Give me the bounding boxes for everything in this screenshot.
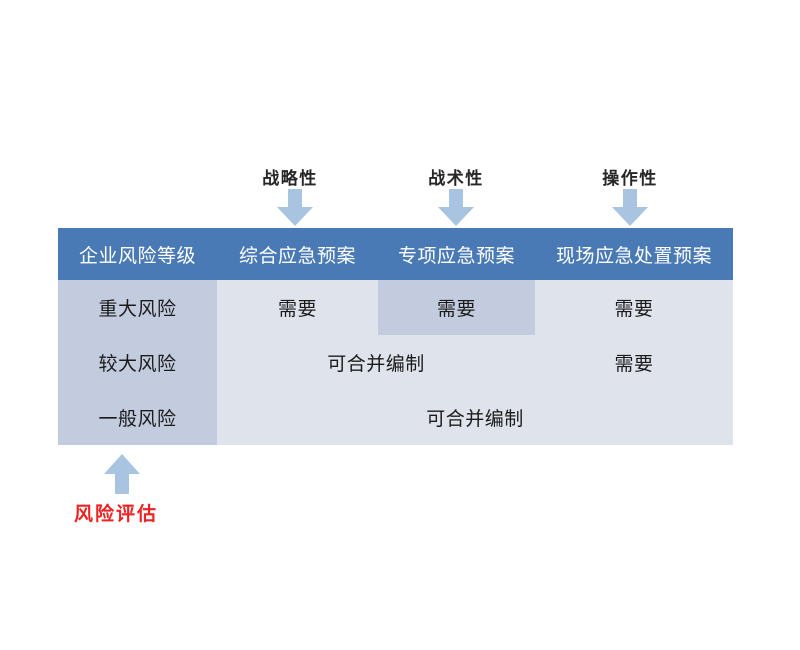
annotation-label-risk-assessment: 风险评估 xyxy=(74,503,159,525)
cell-major-onsite: 需要 xyxy=(535,280,733,335)
cell-general-merged: 可合并编制 xyxy=(217,390,733,445)
table-header-row: 企业风险等级 综合应急预案 专项应急预案 现场应急处置预案 xyxy=(58,228,733,280)
table-row: 重大风险 需要 需要 需要 xyxy=(58,280,733,335)
row-header-larger-risk: 较大风险 xyxy=(58,335,217,390)
annotation-label-operational: 操作性 xyxy=(602,169,658,189)
arrow-down-icon xyxy=(438,189,474,226)
cell-larger-onsite: 需要 xyxy=(535,335,733,390)
cell-major-comprehensive: 需要 xyxy=(217,280,378,335)
arrow-up-icon xyxy=(104,454,140,494)
arrow-down-icon xyxy=(612,189,648,226)
table-row: 一般风险 可合并编制 xyxy=(58,390,733,445)
table-row: 较大风险 可合并编制 需要 xyxy=(58,335,733,390)
risk-plan-table: 企业风险等级 综合应急预案 专项应急预案 现场应急处置预案 重大风险 需要 需要… xyxy=(58,228,733,445)
cell-larger-merged: 可合并编制 xyxy=(217,335,535,390)
annotation-label-tactical: 战术性 xyxy=(428,169,484,189)
row-header-major-risk: 重大风险 xyxy=(58,280,217,335)
column-header-comprehensive-plan: 综合应急预案 xyxy=(217,228,378,280)
column-header-risk-level: 企业风险等级 xyxy=(58,228,217,280)
row-header-general-risk: 一般风险 xyxy=(58,390,217,445)
annotation-label-strategic: 战略性 xyxy=(262,169,318,189)
column-header-onsite-plan: 现场应急处置预案 xyxy=(535,228,733,280)
cell-major-special: 需要 xyxy=(378,280,535,335)
arrow-down-icon xyxy=(277,189,313,226)
column-header-special-plan: 专项应急预案 xyxy=(378,228,535,280)
